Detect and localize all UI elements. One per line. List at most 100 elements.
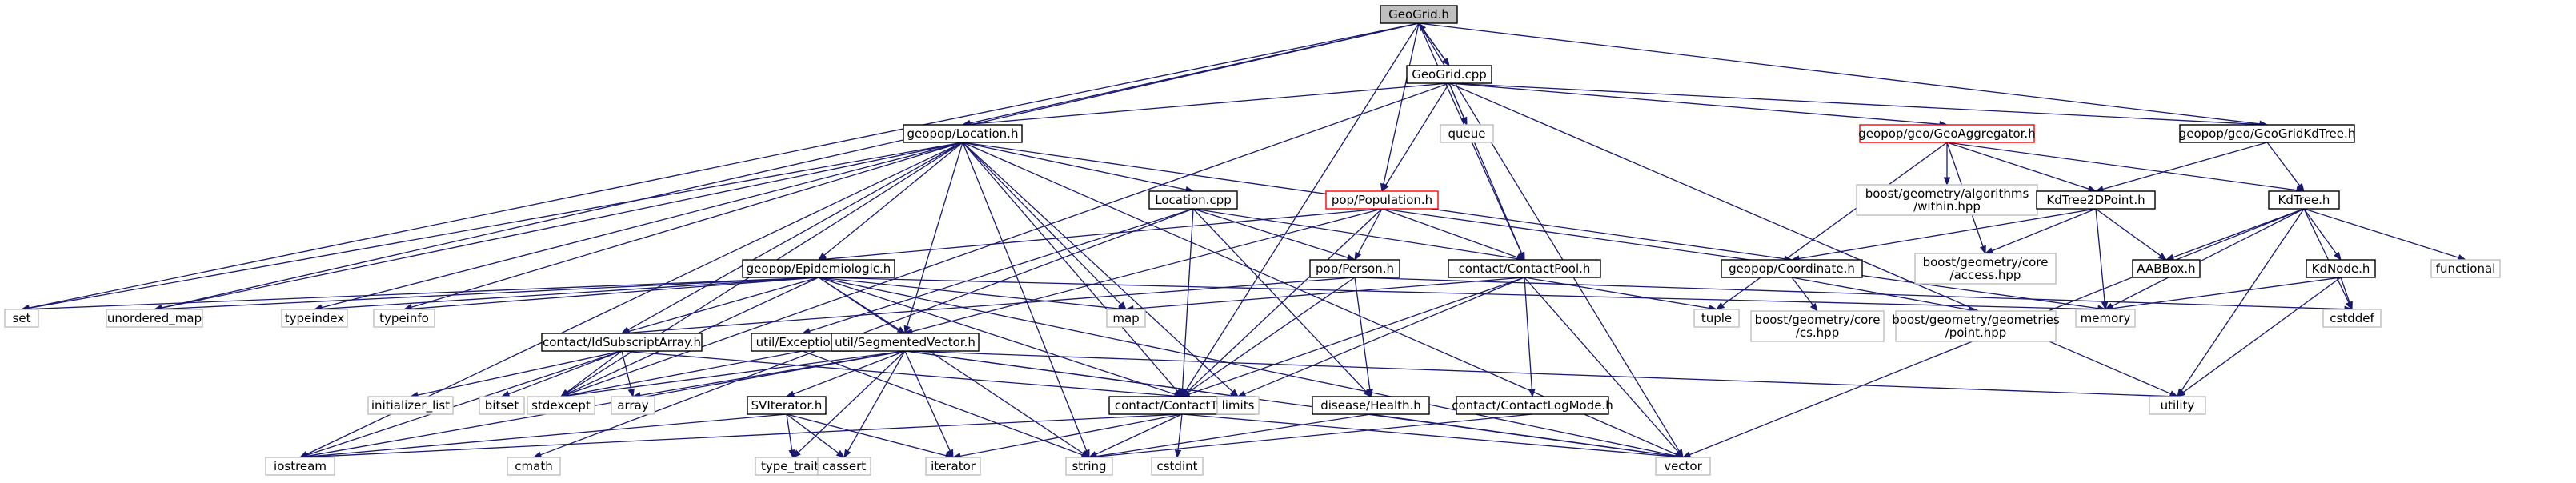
node-label-geoaggregator-h: geopop/geo/GeoAggregator.h bbox=[1858, 126, 2035, 141]
node-vector: vector bbox=[1655, 457, 1711, 476]
node-label-location-cpp: Location.cpp bbox=[1155, 193, 1232, 207]
node-box-contactpool-h bbox=[1448, 259, 1601, 278]
node-geoaggregator-h[interactable]: geopop/geo/GeoAggregator.h bbox=[1858, 124, 2036, 143]
node-label-limits: limits bbox=[1222, 398, 1255, 413]
node-memory: memory bbox=[2075, 309, 2136, 328]
node-box-idsubscriptarray-h bbox=[541, 333, 703, 352]
include-edge-kdtree_h-to-utility bbox=[2177, 208, 2305, 398]
node-box-cmath bbox=[507, 457, 561, 476]
include-edge-geoaggregator_h-to-kdtree2dpoint_h bbox=[1946, 142, 2097, 193]
node-array: array bbox=[611, 396, 655, 415]
node-geogrid-h[interactable]: GeoGrid.h bbox=[1380, 5, 1458, 24]
node-box-cstdint bbox=[1151, 457, 1204, 476]
include-edge-population_h-to-person_h bbox=[1354, 208, 1383, 261]
node-limits: limits bbox=[1216, 396, 1260, 415]
include-edge-person_h-to-health_h bbox=[1354, 277, 1373, 398]
include-edge-geogrid_h-to-population_h bbox=[1380, 22, 1420, 193]
node-label-kdtree2dpoint-h: KdTree2DPoint.h bbox=[2046, 193, 2145, 207]
node-label-coordinate-h: geopop/Coordinate.h bbox=[1729, 261, 1855, 276]
node-label-string: string bbox=[1072, 459, 1106, 473]
node-boost-within: boost/geometry/algorithms/within.hpp bbox=[1856, 184, 2038, 216]
include-edge-population_h-to-contactpool_h bbox=[1381, 208, 1526, 261]
node-box-boost-access bbox=[1914, 253, 2057, 285]
node-epidemiologic-h[interactable]: geopop/Epidemiologic.h bbox=[742, 259, 895, 278]
node-aabbox-h[interactable]: AABBox.h bbox=[2132, 259, 2201, 278]
node-label-iterator: iterator bbox=[931, 459, 976, 473]
node-box-location-h bbox=[903, 124, 1023, 143]
node-label-boost-access-1: /access.hpp bbox=[1950, 268, 2021, 282]
node-box-coordinate-h bbox=[1721, 259, 1863, 278]
node-location-h[interactable]: geopop/Location.h bbox=[903, 124, 1023, 143]
node-population-h[interactable]: pop/Population.h bbox=[1325, 190, 1439, 210]
include-edge-svlterator_h-to-type_traits bbox=[786, 413, 795, 459]
node-label-boost-point-0: boost/geometry/geometries bbox=[1892, 313, 2060, 327]
include-edge-kdtree_h-to-cstddef bbox=[2303, 208, 2353, 311]
node-box-array bbox=[611, 396, 655, 415]
node-box-geogrid-cpp bbox=[1406, 65, 1492, 84]
include-edge-segmentedvector_h-to-svlterator_h bbox=[785, 350, 906, 397]
node-label-population-h: pop/Population.h bbox=[1332, 193, 1432, 207]
node-kdtree2dpoint-h[interactable]: KdTree2DPoint.h bbox=[2036, 190, 2156, 210]
node-tuple: tuple bbox=[1693, 309, 1740, 328]
node-coordinate-h[interactable]: geopop/Coordinate.h bbox=[1721, 259, 1863, 278]
node-stdexcept: stdexcept bbox=[527, 396, 595, 415]
node-label-svlterator-h: SVIterator.h bbox=[751, 398, 823, 413]
node-box-boost-within bbox=[1856, 184, 2038, 216]
node-label-cstdint: cstdint bbox=[1156, 459, 1197, 473]
node-label-type-traits: type_traits bbox=[761, 459, 825, 474]
include-edge-geogrid_cpp-to-geogrid_h bbox=[1418, 22, 1450, 66]
node-geogridkdtree-h[interactable]: geopop/geo/GeoGridKdTree.h bbox=[2179, 124, 2356, 143]
node-label-vector: vector bbox=[1664, 459, 1702, 473]
node-bitset: bitset bbox=[479, 396, 525, 415]
node-box-geogridkdtree-h bbox=[2179, 124, 2355, 143]
node-svlterator-h[interactable]: SVIterator.h bbox=[747, 396, 827, 415]
node-health-h[interactable]: disease/Health.h bbox=[1312, 396, 1430, 415]
include-edge-contactpool_h-to-map bbox=[1124, 277, 1525, 313]
node-label-cstddef: cstddef bbox=[2330, 311, 2374, 325]
node-label-idsubscriptarray-h: contact/IdSubscriptArray.h bbox=[543, 335, 701, 349]
node-box-cstddef bbox=[2322, 309, 2382, 328]
include-edge-contacttype_h-to-cstdint bbox=[1174, 413, 1183, 459]
node-cmath: cmath bbox=[507, 457, 561, 476]
node-box-unordered-map bbox=[106, 309, 203, 328]
node-box-kdtree-h bbox=[2268, 190, 2340, 210]
node-box-aabbox-h bbox=[2132, 259, 2201, 278]
node-label-person-h: pop/Person.h bbox=[1316, 261, 1394, 276]
edge-layer bbox=[20, 22, 2467, 461]
include-edge-svlterator_h-to-iterator bbox=[786, 413, 955, 459]
node-string: string bbox=[1065, 457, 1113, 476]
include-edge-kdtree_h-to-aabbox_h bbox=[2165, 208, 2305, 261]
node-label-tuple: tuple bbox=[1701, 311, 1732, 325]
node-box-stdexcept bbox=[527, 396, 595, 415]
node-label-kdtree-h: KdTree.h bbox=[2278, 193, 2330, 207]
include-edge-geoaggregator_h-to-boost_within bbox=[1943, 142, 1951, 186]
node-label-typeindex: typeindex bbox=[285, 311, 345, 325]
node-idsubscriptarray-h[interactable]: contact/IdSubscriptArray.h bbox=[541, 333, 703, 352]
node-contactlogmode-h[interactable]: contact/ContactLogMode.h bbox=[1452, 396, 1613, 415]
node-person-h[interactable]: pop/Person.h bbox=[1309, 259, 1400, 278]
include-edge-contactpool_h-to-vector bbox=[1524, 277, 1684, 459]
include-edge-person_h-to-contacttype_h bbox=[1180, 277, 1356, 397]
include-edge-population_h-to-epidemiologic_h bbox=[817, 208, 1383, 263]
include-edge-location_cpp-to-person_h bbox=[1192, 208, 1356, 261]
node-box-population-h bbox=[1325, 190, 1439, 210]
node-box-boost-cs bbox=[1750, 310, 1885, 342]
node-exception-h[interactable]: util/Exception.h bbox=[751, 333, 855, 352]
node-location-cpp[interactable]: Location.cpp bbox=[1148, 190, 1238, 210]
node-label-queue: queue bbox=[1448, 126, 1486, 141]
node-box-vector bbox=[1655, 457, 1711, 476]
node-kdtree-h[interactable]: KdTree.h bbox=[2268, 190, 2340, 210]
node-contactpool-h[interactable]: contact/ContactPool.h bbox=[1448, 259, 1601, 278]
include-edge-location_h-to-idsubscriptarray_h bbox=[620, 142, 963, 334]
node-label-boost-within-1: /within.hpp bbox=[1913, 199, 1981, 214]
node-box-bitset bbox=[479, 396, 525, 415]
node-segmentedvector-h[interactable]: util/SegmentedVector.h bbox=[831, 333, 980, 352]
node-label-set: set bbox=[13, 311, 31, 325]
include-edge-segmentedvector_h-to-iterator bbox=[904, 350, 954, 459]
node-kdnode-h[interactable]: KdNode.h bbox=[2306, 259, 2376, 278]
node-geogrid-cpp[interactable]: GeoGrid.cpp bbox=[1406, 65, 1492, 84]
include-edge-geogrid_h-to-set bbox=[20, 22, 1420, 312]
include-edge-contactpool_h-to-tuple bbox=[1524, 277, 1718, 312]
node-label-location-h: geopop/Location.h bbox=[907, 126, 1019, 141]
include-edge-coordinate_h-to-boost_cs bbox=[1791, 277, 1818, 313]
